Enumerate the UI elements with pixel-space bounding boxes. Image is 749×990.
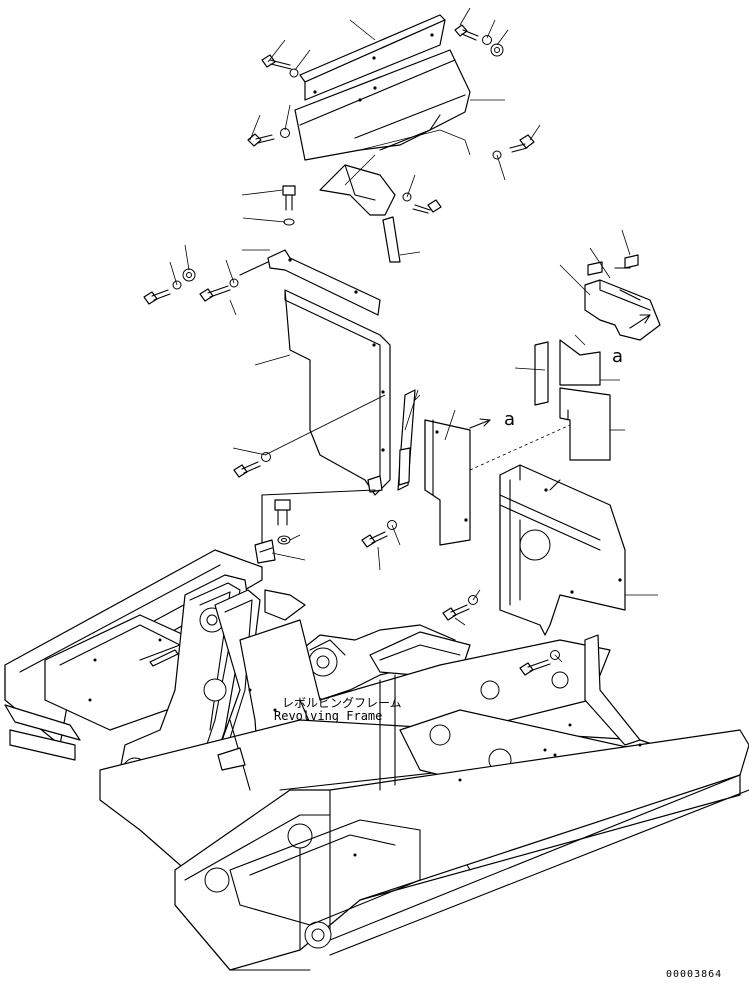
middle-panel: a	[361, 409, 515, 548]
seal-pads: a	[469, 254, 661, 471]
side-panel	[233, 289, 416, 496]
mount-bracket-left	[143, 249, 381, 316]
top-cover-assembly	[247, 14, 535, 263]
clamp-bracket	[254, 489, 376, 564]
ref-mark-a-1: a	[504, 409, 515, 430]
leader-lines	[169, 7, 658, 663]
ref-mark-a-2: a	[612, 346, 623, 367]
drawing-number: 00003864	[666, 969, 722, 980]
frame-label-japanese: レボルビングフレーム	[282, 696, 402, 710]
revolving-frame	[4, 549, 749, 971]
frame-label-english: Revolving Frame	[274, 709, 382, 723]
right-frame-structure	[442, 464, 641, 746]
